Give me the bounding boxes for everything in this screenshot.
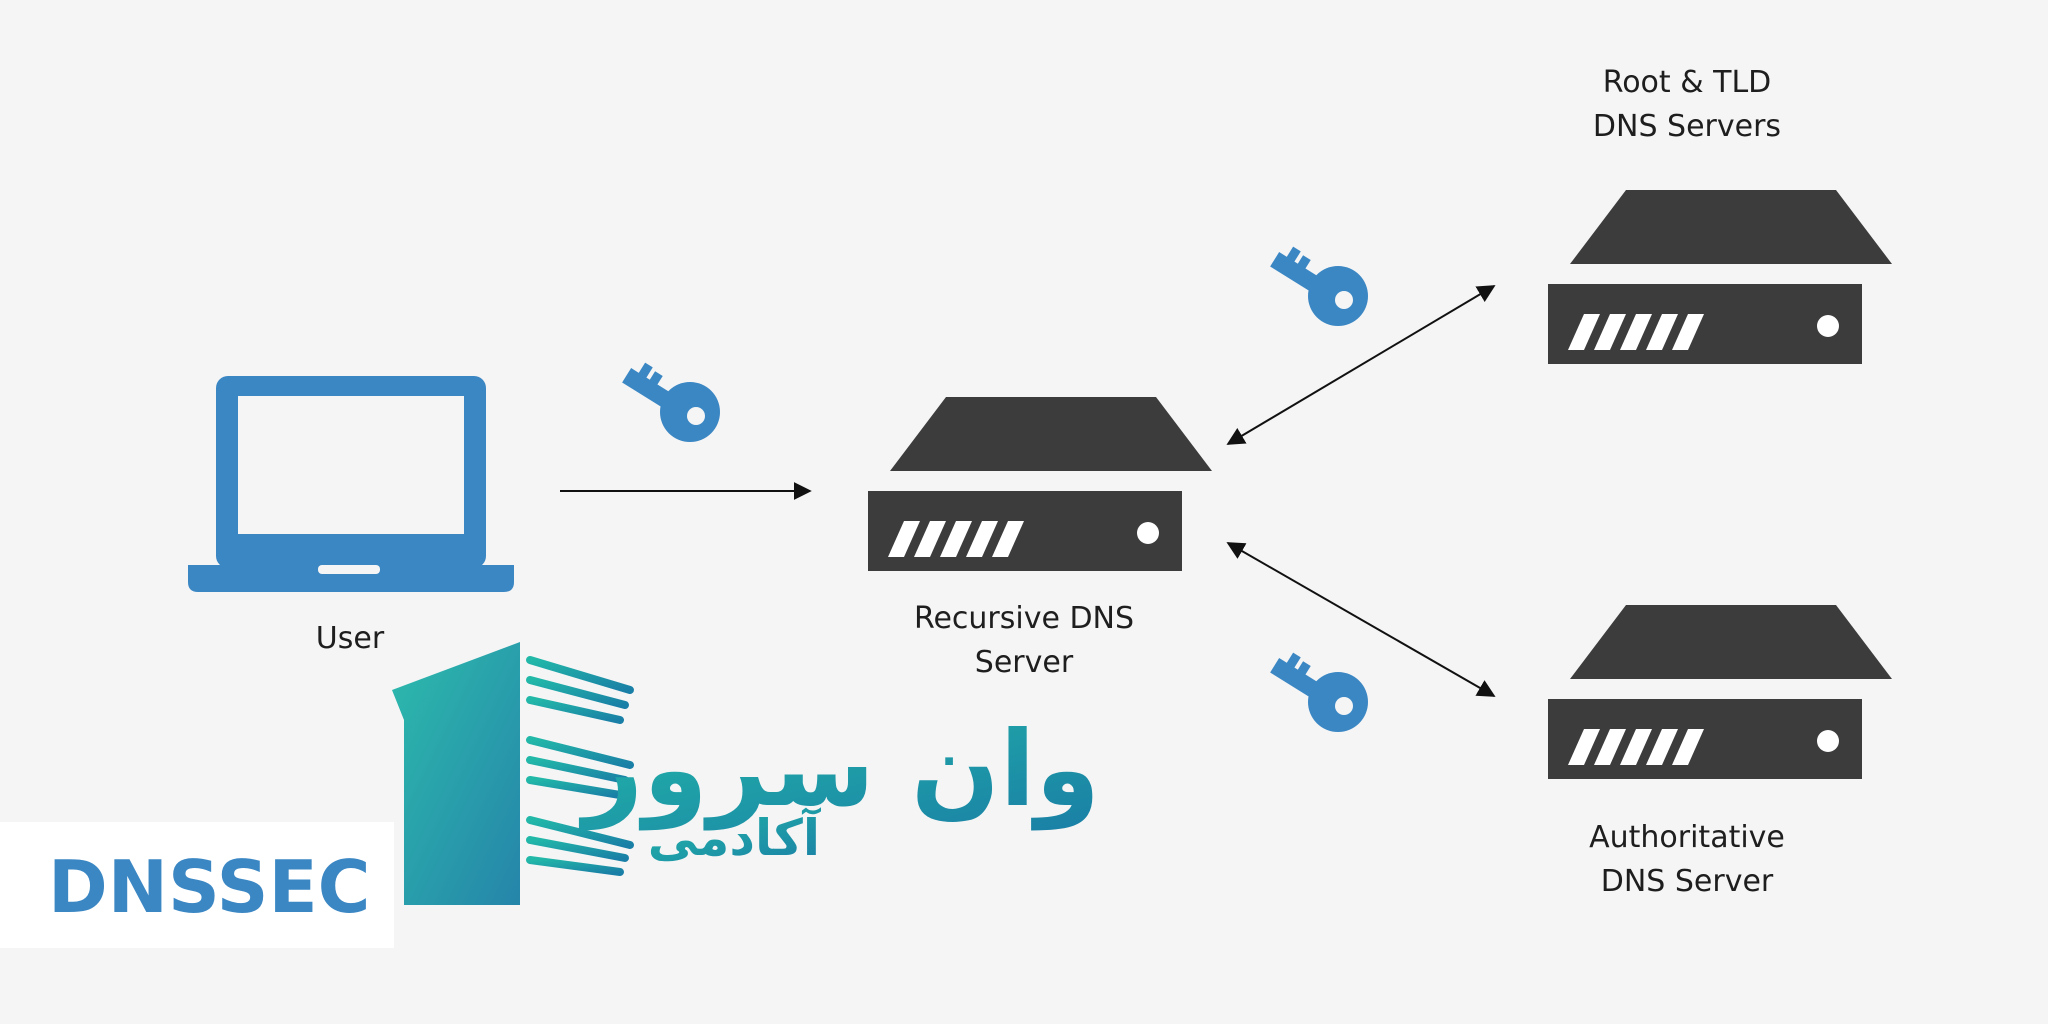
watermark-logo: وان سرور آکادمی <box>331 642 1100 905</box>
logo-main-text: وان سرور <box>578 708 1100 831</box>
root-tld-server-icon <box>1548 190 1892 364</box>
authoritative-server-icon <box>1548 605 1892 779</box>
logo-sub-text: آکادمی <box>648 807 822 867</box>
recursive-server-label-line2: Server <box>975 645 1074 680</box>
dnssec-badge <box>0 822 394 948</box>
key-icon <box>622 362 720 442</box>
recursive-server-label-line1: Recursive DNS <box>914 601 1134 636</box>
key-icon <box>1270 652 1368 732</box>
dnssec-title: DNSSEC <box>48 845 371 929</box>
root-tld-label-line2: DNS Servers <box>1593 109 1781 144</box>
user-label: User <box>316 621 385 656</box>
recursive-server-icon <box>868 397 1212 571</box>
arrow-recursive-root-tld <box>1226 285 1496 445</box>
arrow-recursive-authoritative <box>1226 542 1496 697</box>
key-icon <box>1270 246 1368 326</box>
root-tld-label-line1: Root & TLD <box>1603 65 1772 100</box>
laptop-icon <box>188 376 514 592</box>
authoritative-label-line1: Authoritative <box>1589 820 1785 855</box>
authoritative-label-line2: DNS Server <box>1601 864 1774 899</box>
